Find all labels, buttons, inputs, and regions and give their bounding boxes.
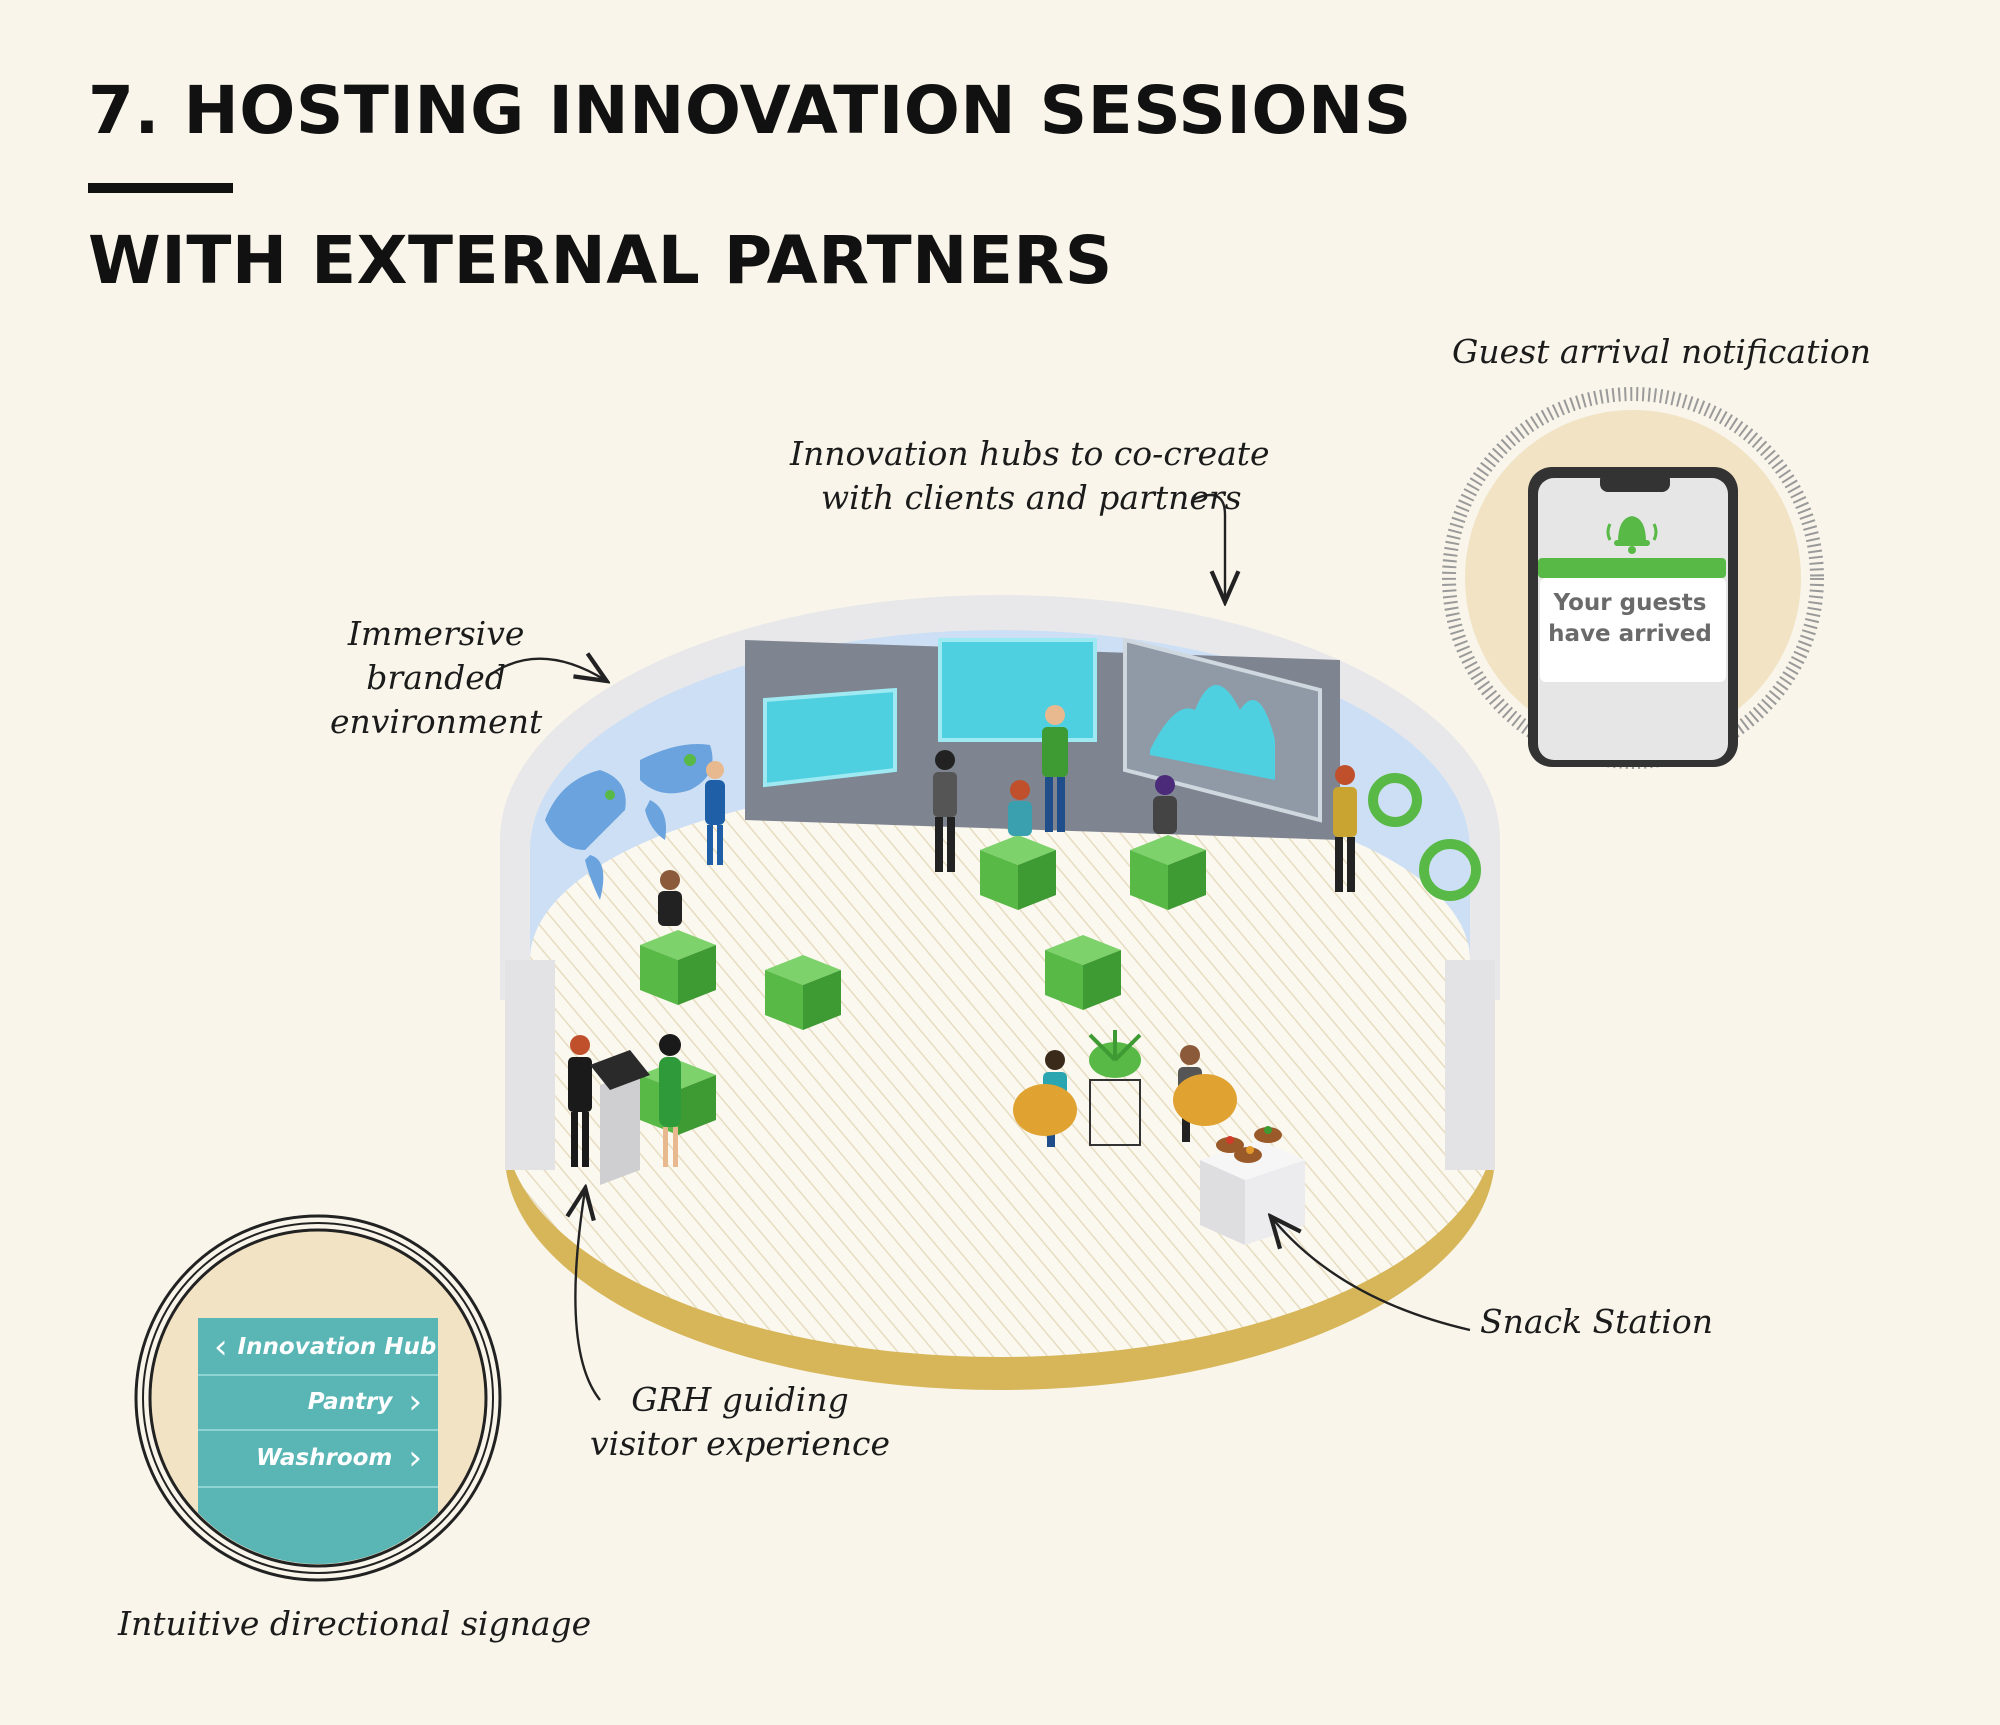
sign-label-washroom: Washroom [256,1445,393,1471]
arrow-innovation-hubs [1191,493,1225,600]
lounge-area [1013,1030,1237,1146]
person-guide [568,1035,592,1167]
guide-kiosk [590,1050,650,1185]
caption-grh: GRH guiding visitor experience [590,1378,890,1466]
caption-immersive-line3: environment [330,702,543,741]
annotation-arrows [489,493,1471,1401]
caption-immersive: Immersive branded environment [330,612,542,744]
caption-immersive-line2: branded [366,658,506,697]
caption-immersive-line1: Immersive [347,614,525,653]
green-cubes [640,835,1206,1135]
notification-badge [1442,387,1824,769]
caption-guest-arrival: Guest arrival notification [1452,332,1872,371]
phone-message-line2: have arrived [1548,621,1712,647]
chevron-left-icon: ‹ [214,1327,228,1367]
chevron-right-icon: › [408,1382,422,1422]
caption-innovation-hubs-line1: Innovation hubs to co-create [790,434,1270,473]
arrow-grh [575,1190,601,1401]
arrow-immersive [489,659,605,680]
bell-icon [1606,516,1658,554]
sign-label-pantry: Pantry [307,1389,393,1415]
chevron-right-icon: › [408,1438,422,1478]
sign-row-pantry: Pantry › [198,1375,438,1429]
phone-message-line1: Your guests [1553,590,1707,616]
signage-badge [134,1214,502,1582]
people [568,705,1357,1167]
person-seated-2 [1153,775,1177,834]
person-woman-map [705,761,725,865]
caption-innovation-hubs: Innovation hubs to co-create with client… [790,432,1270,520]
person-visitor-green-dress [659,1034,681,1167]
caption-grh-line1: GRH guiding [631,1380,849,1419]
phone-notification-message: Your guests have arrived [1535,588,1725,650]
world-map [545,744,713,900]
page-title: 7. HOSTING INNOVATION SESSIONS [88,72,1412,149]
person-yellow [1333,765,1357,892]
sign-label-innovation-hub: Innovation Hub [237,1334,437,1360]
person-seated-1 [658,870,682,926]
arrow-snack [1272,1218,1471,1332]
sign-row-washroom: Washroom › [198,1431,438,1485]
caption-signage: Intuitive directional signage [118,1604,592,1643]
person-green-jacket [1042,705,1068,832]
title-divider [88,183,233,193]
caption-grh-line2: visitor experience [590,1424,890,1463]
person-pointing [933,750,957,872]
person-seated-tablet [1008,780,1032,836]
caption-innovation-hubs-line2: with clients and partners [820,478,1242,517]
sign-row-innovation-hub: ‹ Innovation Hub [198,1320,438,1374]
caption-snack-station: Snack Station [1480,1302,1713,1341]
page-subtitle: WITH EXTERNAL PARTNERS [88,222,1113,299]
